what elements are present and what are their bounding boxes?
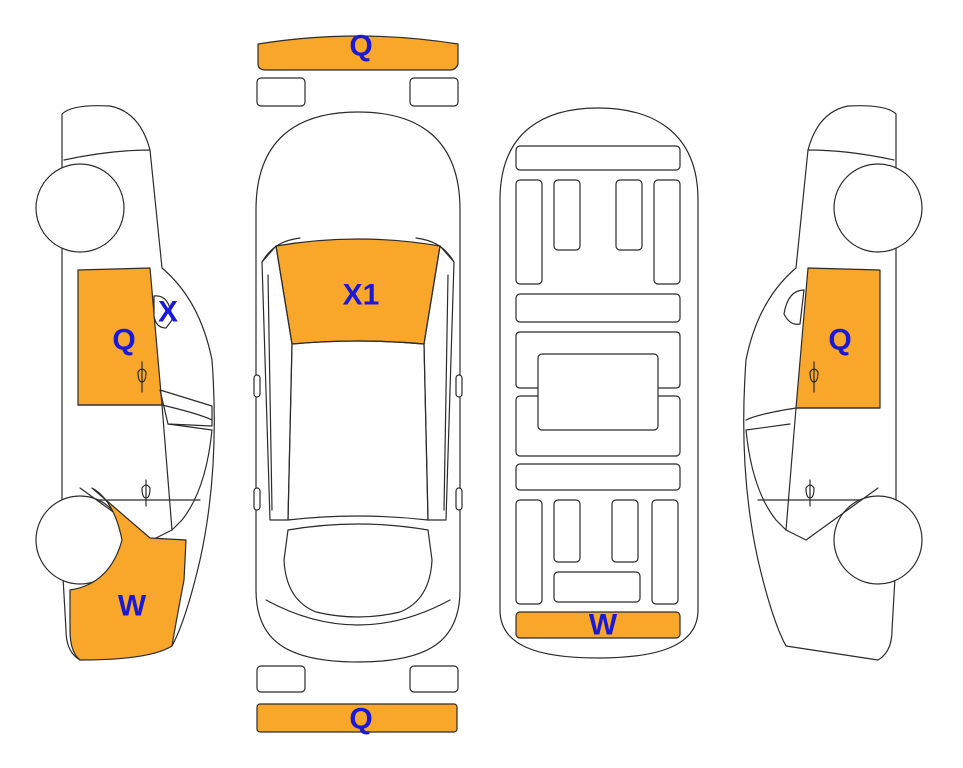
top-view: Q X1 Q: [253, 30, 463, 736]
right-front-door-marker: Q: [828, 324, 851, 357]
underside-panel-b4: [651, 499, 679, 605]
left-hood-line: [63, 149, 151, 161]
underside-panel-a2: [553, 179, 581, 251]
front-left-light: [256, 77, 306, 107]
hood-line-left: [261, 237, 301, 263]
left-a-pillar-window: [153, 295, 173, 329]
left-front-wheel: [35, 163, 125, 253]
underside-panel-a4: [653, 179, 681, 285]
right-window-line: [745, 407, 797, 421]
front-right-light: [409, 77, 459, 107]
underside-panel-a3: [615, 179, 643, 251]
left-front-fender[interactable]: [69, 487, 187, 661]
right-rear-wheel: [833, 495, 923, 585]
left-front-door-marker: Q: [112, 324, 135, 357]
left-mirror: [253, 374, 261, 398]
right-handle: [455, 487, 463, 511]
front-bumper-marker: Q: [349, 30, 372, 63]
right-front-handle: [809, 361, 819, 393]
windshield-marker: X1: [343, 279, 380, 312]
trunk-line: [265, 599, 451, 626]
underside-panel-b2: [553, 499, 581, 563]
roof-outline: [287, 340, 429, 521]
rear-underside-panel[interactable]: [515, 611, 681, 639]
left-rear-handle: [141, 479, 151, 507]
underside-center-box: [537, 353, 659, 431]
left-rear-glass: [167, 423, 213, 531]
underside-view: W: [499, 107, 699, 659]
right-pillar-line: [443, 274, 449, 511]
right-rear-glass: [745, 423, 791, 531]
left-window-line: [161, 404, 213, 421]
left-a-pillar-marker: X: [158, 296, 178, 329]
right-a-pillar-window: [783, 289, 805, 325]
rear-bumper[interactable]: [256, 703, 458, 733]
rear-underside-marker: W: [589, 609, 618, 642]
left-handle: [253, 487, 261, 511]
left-windows: [159, 389, 213, 427]
right-front-wheel: [833, 163, 923, 253]
right-hood-line: [807, 149, 895, 161]
underside-panel-mid3: [515, 463, 681, 491]
rear-window: [283, 523, 433, 618]
hood-line-right: [415, 237, 455, 263]
right-mirror: [455, 374, 463, 398]
rear-left-light: [256, 665, 306, 693]
underside-panel-a1: [515, 179, 543, 285]
underside-panel-top: [515, 145, 681, 171]
right-side-view: Q: [743, 105, 923, 661]
rear-bumper-marker: Q: [349, 703, 372, 736]
front-bumper[interactable]: [257, 35, 459, 71]
left-front-fender-marker: W: [118, 590, 147, 623]
underside-panel-mid1: [515, 293, 681, 323]
underside-panel-b3: [611, 499, 639, 563]
underside-panel-b1: [515, 499, 543, 605]
left-front-handle: [137, 361, 147, 393]
underside-panel-bottom: [553, 571, 641, 603]
left-side-view: Q X W: [35, 105, 215, 661]
left-pillar-line: [267, 274, 273, 511]
rear-right-light: [409, 665, 459, 693]
right-rear-handle: [805, 479, 815, 507]
